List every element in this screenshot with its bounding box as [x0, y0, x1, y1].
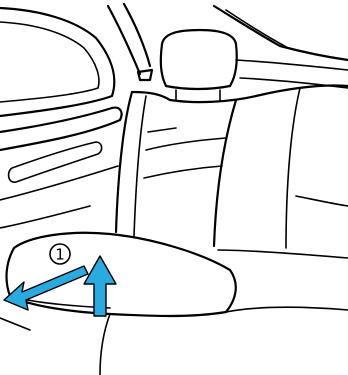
door-panel-line [0, 166, 118, 200]
cushion-front-left-leg [100, 314, 110, 375]
seatback-left-bolster [134, 96, 146, 236]
c-pillar [108, 4, 348, 88]
seatback-stitch-3 [144, 166, 222, 178]
rear-window-frame-top [214, 6, 348, 60]
seatback-stitch-1 [148, 128, 176, 132]
callout-number: 1 [55, 246, 65, 264]
seatback-stitch-right [296, 196, 348, 206]
headrest-posts [176, 90, 220, 100]
seatback-stitch-2 [146, 138, 226, 150]
callout-1: 1 [50, 244, 70, 264]
seatback-top-edge [132, 85, 348, 102]
door-lower-line [0, 206, 90, 228]
cushion-right-back [218, 250, 348, 258]
cushion-right-top [226, 307, 348, 312]
seatback-split-line [214, 100, 236, 246]
seatback-right-seam [286, 88, 300, 248]
headrest [161, 30, 237, 100]
cushion-outline [7, 233, 236, 316]
parcel-shelf-edge [236, 60, 348, 70]
rear-window-inner [0, 22, 99, 102]
headrest-outline [161, 30, 237, 89]
rear-door [0, 8, 122, 228]
pillar-back-edge [124, 4, 150, 66]
rear-seatback [116, 85, 348, 248]
seatback-left-side [116, 92, 132, 232]
pillar-front-edge [108, 6, 140, 74]
floor-line [0, 318, 30, 330]
